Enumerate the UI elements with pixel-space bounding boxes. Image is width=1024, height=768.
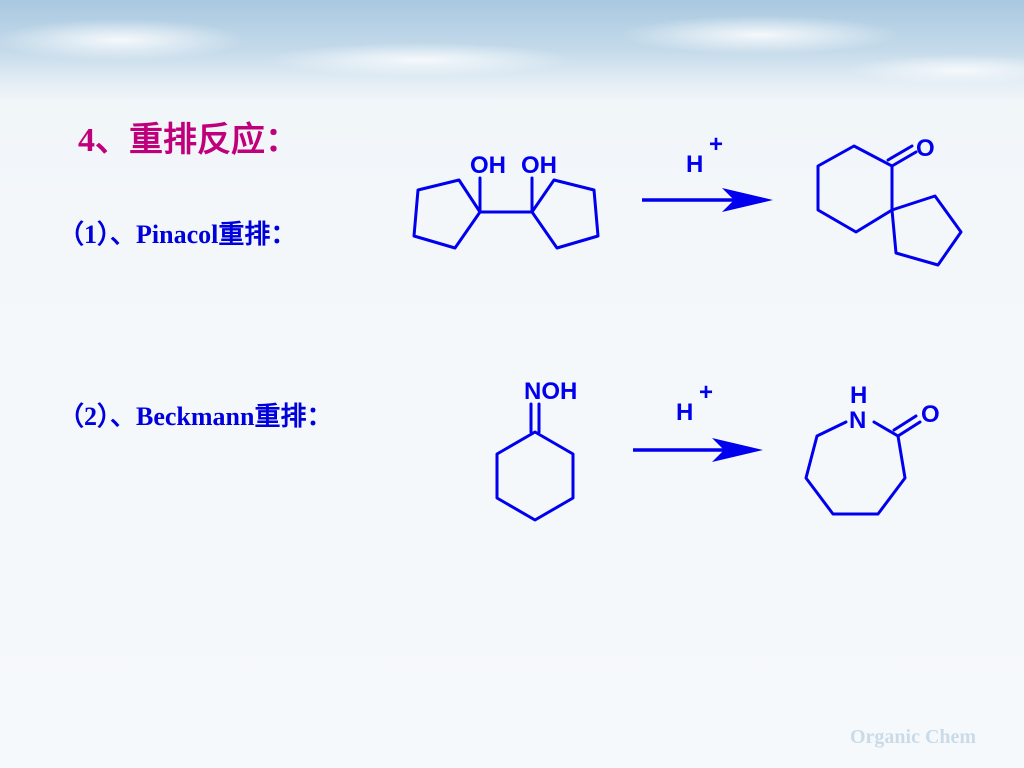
carbonyl-oxygen-label: O	[916, 135, 935, 162]
sky-header-banner	[0, 0, 1024, 100]
reaction-1-arrow: H +	[642, 131, 773, 212]
reaction-1-label: （1）、Pinacol重排：	[58, 220, 297, 249]
carbonyl-double-bond-a	[896, 420, 922, 438]
spiro-cyclopentane-ring	[890, 194, 963, 267]
amide-nitrogen-label: N	[849, 407, 866, 434]
acid-catalyst-symbol: H	[676, 399, 693, 426]
cyclopentane-ring-left	[412, 178, 482, 250]
carbonyl-double-bond-a	[890, 150, 918, 168]
beckmann-reactant-oxime: NOH	[495, 378, 577, 522]
carbonyl-oxygen-label: O	[921, 401, 940, 428]
reaction-2-arrow: H +	[633, 379, 763, 462]
carbonyl-double-bond-b	[886, 144, 914, 162]
hydroxyl-label-right: OH	[521, 152, 557, 179]
pinacol-reactant: OH OH	[412, 152, 600, 250]
acid-catalyst-symbol: H	[686, 151, 703, 178]
n-c-bond	[872, 420, 900, 438]
cyclopentane-ring-right	[530, 178, 600, 250]
hydroxyl-label-left: OH	[470, 152, 506, 179]
cyclohexane-ring	[495, 430, 575, 522]
reaction-2-label: （2）、Beckmann重排：	[58, 402, 333, 431]
slide-heading: 4、重排反应：	[78, 122, 299, 159]
acid-catalyst-charge: +	[699, 379, 713, 406]
oxime-group-label: NOH	[524, 378, 577, 405]
carbonyl-double-bond-b	[892, 414, 918, 432]
beckmann-product-caprolactam: H N O	[804, 382, 940, 516]
footer-watermark: Organic Chem	[850, 726, 977, 748]
amide-hydrogen-label: H	[850, 382, 867, 409]
acid-catalyst-charge: +	[709, 131, 723, 158]
azepane-ring	[804, 420, 907, 516]
cyclohexanone-ring	[816, 144, 894, 234]
pinacol-product-spiroketone: O	[816, 135, 963, 267]
